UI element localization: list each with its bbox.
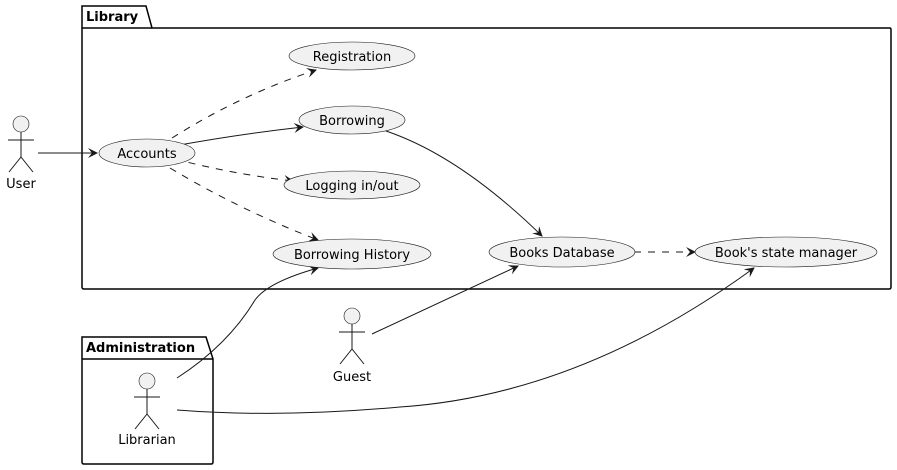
- administration-package-title: Administration: [86, 341, 195, 356]
- actor-librarian-label: Librarian: [118, 433, 176, 448]
- edge-accounts-registration: [171, 68, 317, 139]
- use-case-registration-label: Registration: [313, 50, 391, 65]
- edge-accounts-logging: [174, 158, 294, 185]
- actor-librarian[interactable]: Librarian: [118, 372, 176, 448]
- use-case-logging-label: Logging in/out: [305, 179, 398, 194]
- edge-borrowing-books-database: [385, 130, 543, 237]
- use-case-accounts[interactable]: Accounts: [98, 138, 196, 168]
- use-case-borrowing[interactable]: Borrowing: [298, 105, 406, 135]
- use-case-books-database[interactable]: Books Database: [488, 236, 636, 268]
- use-case-logging[interactable]: Logging in/out: [283, 170, 421, 200]
- edges: [38, 68, 755, 414]
- edge-librarian-history: [176, 265, 319, 379]
- administration-package: Administration: [81, 336, 214, 465]
- actor-guest[interactable]: Guest: [333, 307, 371, 385]
- use-case-accounts-label: Accounts: [117, 147, 176, 162]
- edge-librarian-state-manager: [176, 267, 755, 414]
- actor-user-label: User: [6, 177, 36, 192]
- actor-user[interactable]: User: [6, 115, 36, 192]
- use-case-registration[interactable]: Registration: [288, 41, 416, 71]
- use-case-borrowing-label: Borrowing: [319, 114, 385, 129]
- use-case-borrowing-history[interactable]: Borrowing History: [272, 238, 432, 270]
- library-package: Library: [81, 5, 892, 290]
- use-case-borrowing-history-label: Borrowing History: [294, 248, 410, 263]
- library-package-title: Library: [86, 10, 139, 25]
- use-case-books-database-label: Books Database: [509, 246, 614, 261]
- actor-guest-label: Guest: [333, 370, 371, 385]
- use-case-state-manager-label: Book's state manager: [715, 246, 858, 261]
- edge-accounts-borrowing: [173, 123, 304, 147]
- use-case-state-manager[interactable]: Book's state manager: [694, 236, 878, 268]
- edge-guest-books-database: [371, 265, 519, 335]
- edge-accounts-history: [169, 167, 319, 242]
